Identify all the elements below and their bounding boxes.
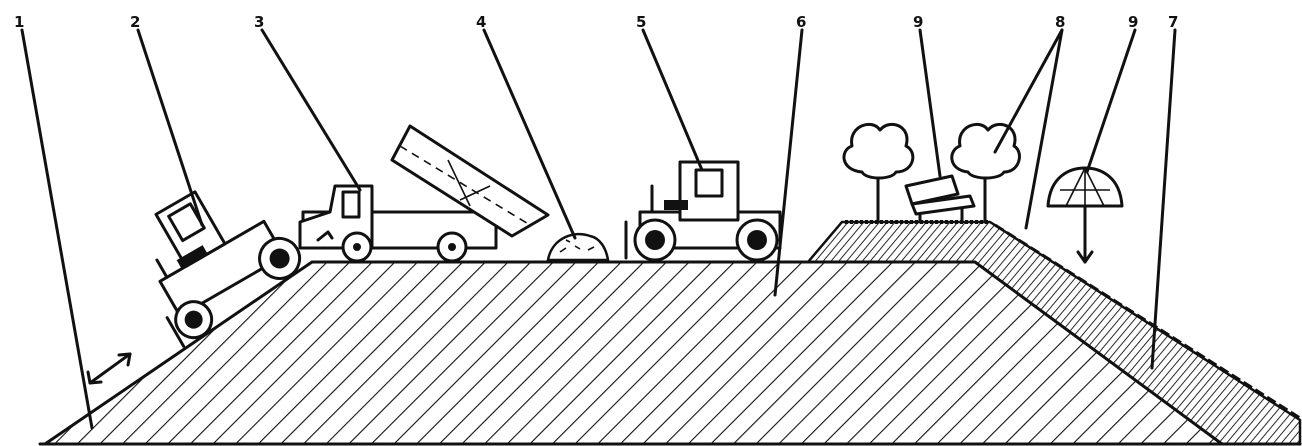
- callout-labels: 1 2 3 4 5 6 9 8 9 7: [14, 13, 1178, 31]
- dump-truck-icon: [298, 124, 550, 263]
- callout-3: 3: [254, 13, 264, 31]
- soil-pile-icon: [546, 232, 610, 262]
- roller-icon: [624, 160, 782, 262]
- callout-7: 7: [1168, 13, 1178, 31]
- callout-5: 5: [636, 13, 646, 31]
- callout-4: 4: [476, 13, 486, 31]
- bench-icon: [904, 174, 976, 224]
- callout-9: 9: [913, 13, 923, 31]
- topsoil-layer: [805, 220, 1302, 446]
- tree-icon: [842, 123, 915, 224]
- callout-2: 2: [130, 13, 140, 31]
- callout-1: 1: [14, 13, 24, 31]
- bulldozer-icon: [154, 190, 302, 348]
- leader-lines: [20, 28, 1177, 430]
- double-arrow-icon: [86, 352, 132, 385]
- callout-9: 9: [1128, 13, 1138, 31]
- umbrella-icon: [1046, 166, 1124, 264]
- callout-8: 8: [1055, 13, 1065, 31]
- callout-6: 6: [796, 13, 806, 31]
